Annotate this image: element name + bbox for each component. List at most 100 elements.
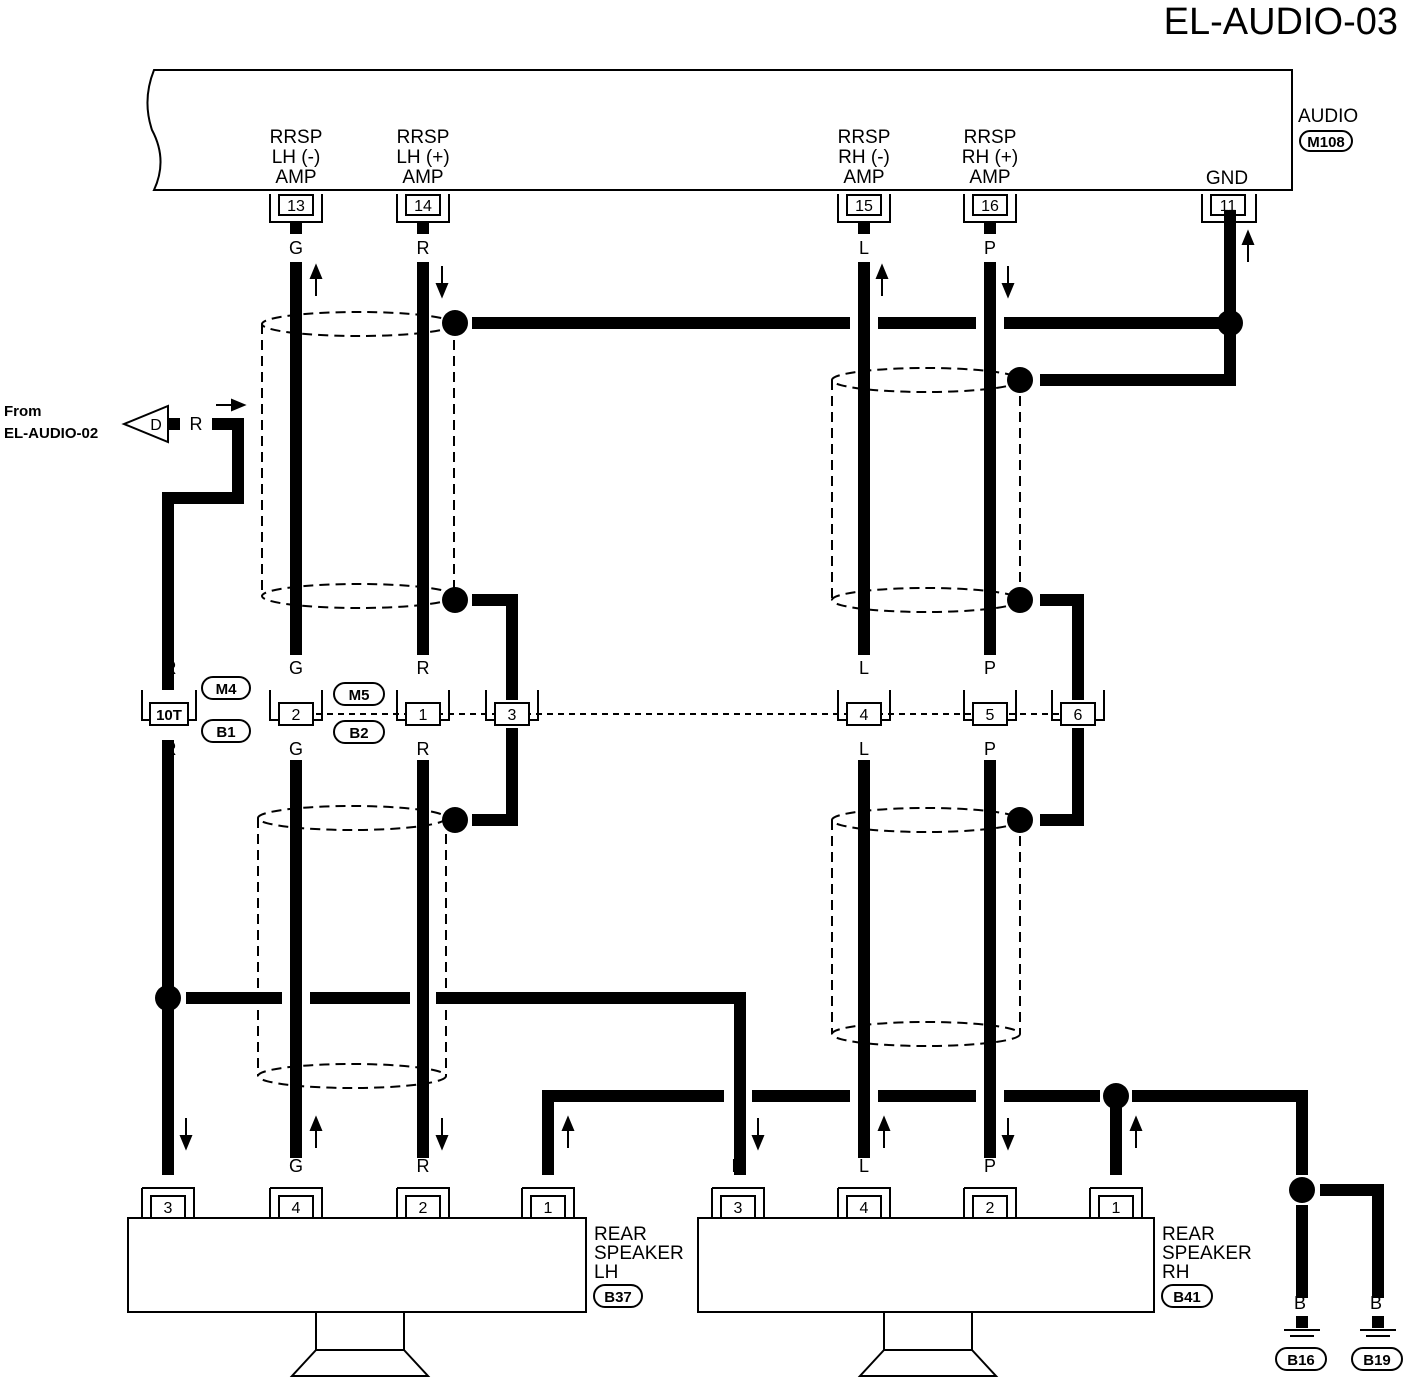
audio-connector-label: M108: [1307, 134, 1345, 151]
wire-color-label: R: [190, 414, 203, 434]
wire-color-label: P: [984, 739, 996, 759]
pin-number: 6: [1074, 707, 1083, 724]
wire-color-label: G: [289, 238, 303, 258]
pin-number: 13: [287, 198, 305, 215]
connector-badge-label: B41: [1173, 1289, 1201, 1306]
wire-color-label: B: [542, 1156, 554, 1176]
terminal-label: AMP: [969, 167, 1010, 188]
audio-pin-15: 15: [837, 194, 891, 223]
wire-color-label: G: [289, 739, 303, 759]
pin-number: 3: [164, 1200, 173, 1217]
terminal-label: RRSP: [397, 127, 450, 148]
pin-number: 2: [419, 1200, 428, 1217]
terminal-label: RH (-): [838, 147, 890, 168]
audio-terminal-15: RRSP RH (-) AMP: [838, 127, 891, 188]
from-page-reference: From EL-AUDIO-02 D R: [4, 403, 203, 444]
pin-number: 3: [734, 1200, 743, 1217]
wire-color-label: R: [162, 1156, 175, 1176]
wire-color-label: L: [859, 1156, 869, 1176]
pin-number: 16: [981, 198, 999, 215]
wire-color-label: R: [164, 658, 177, 678]
page-title: EL-AUDIO-03: [1164, 1, 1398, 43]
audio-pin-14: 14: [396, 194, 450, 223]
terminal-label: LH (+): [396, 147, 449, 168]
from-label: From: [4, 403, 42, 420]
speaker-lh-magnet: [315, 1312, 405, 1351]
splice-points: [155, 310, 1315, 1203]
speaker-rh-name: RH: [1162, 1262, 1189, 1283]
terminal-label: LH (-): [272, 147, 321, 168]
speaker-rh-cone: [857, 1349, 999, 1377]
ground-bus-wire: [542, 1090, 1384, 1298]
speaker-rh-name: REAR: [1162, 1224, 1215, 1245]
audio-terminal-14: RRSP LH (+) AMP: [396, 127, 449, 188]
pin-number: 4: [292, 1200, 301, 1217]
pin-number: 5: [986, 707, 995, 724]
wire-color-label: R: [417, 238, 430, 258]
audio-terminal-13: RRSP LH (-) AMP: [270, 127, 323, 188]
connector-badge-label: M5: [349, 687, 370, 704]
pin-number: 2: [292, 707, 301, 724]
pin-number: 1: [1112, 1200, 1121, 1217]
audio-unit-name: AUDIO: [1298, 106, 1358, 127]
wire-color-label: B: [1294, 1293, 1306, 1313]
ground-connector-label: B16: [1287, 1352, 1315, 1369]
wire-color-label: L: [859, 658, 869, 678]
speaker-rh-name: SPEAKER: [1162, 1243, 1252, 1264]
ground-connector-label: B19: [1363, 1352, 1391, 1369]
audio-unit: AUDIO M108: [146, 69, 1358, 191]
terminal-label: RRSP: [838, 127, 891, 148]
speaker-lh-cone: [289, 1349, 431, 1377]
wire-color-label: P: [984, 658, 996, 678]
junction-connector-badges: M4 B1 M5 B2: [201, 676, 385, 744]
from-page-label: EL-AUDIO-02: [4, 425, 98, 442]
wire-color-label: L: [859, 739, 869, 759]
wire-color-label: R: [417, 1156, 430, 1176]
connector-badge-label: B1: [216, 724, 235, 741]
audio-pin-13: 13: [269, 194, 323, 223]
terminal-label: AMP: [275, 167, 316, 188]
wire-color-label: B: [1370, 1293, 1382, 1313]
pin-number: 14: [414, 198, 432, 215]
audio-wire-color-labels: G R L P: [289, 238, 996, 258]
pin-number: 3: [508, 707, 517, 724]
wire-color-label: P: [984, 1156, 996, 1176]
junction-wire-colors: R G R L P R G R L P: [164, 658, 997, 759]
connector-badge-label: M4: [216, 681, 237, 698]
wire-color-label: L: [859, 238, 869, 258]
speaker-lh-name: LH: [594, 1262, 618, 1283]
terminal-label: RH (+): [962, 147, 1018, 168]
connector-badge-label: B37: [604, 1289, 632, 1306]
speaker-lh-name: REAR: [594, 1224, 647, 1245]
speaker-lh-body: [127, 1217, 587, 1313]
connector-badge-label: B2: [349, 725, 368, 742]
pin-number: 1: [419, 707, 428, 724]
speaker-rh-body: [697, 1217, 1155, 1313]
terminal-label: RRSP: [964, 127, 1017, 148]
wire-color-label: P: [984, 238, 996, 258]
rear-speaker-rh: 3 4 2 1 REAR SPEAKER RH B41: [697, 1187, 1252, 1377]
terminal-label: AMP: [402, 167, 443, 188]
wire-color-label: R: [164, 739, 177, 759]
pin-number: 4: [860, 707, 869, 724]
shield-lower-left: [257, 805, 447, 1089]
wire-color-label: B: [1110, 1156, 1122, 1176]
audio-terminal-16: RRSP RH (+) AMP: [962, 127, 1018, 188]
wire-color-label: R: [417, 658, 430, 678]
pin-number: 10T: [156, 707, 182, 724]
gnd-terminal-label: GND: [1206, 168, 1248, 189]
junction-pins: 10T 2 1 3 4 5 6: [141, 690, 1105, 726]
speaker-lh-name: SPEAKER: [594, 1243, 684, 1264]
terminal-label: RRSP: [270, 127, 323, 148]
signal-flow-arrows: [179, 229, 1255, 1151]
pin-number: 4: [860, 1200, 869, 1217]
wire-color-label: G: [289, 658, 303, 678]
from-connector-label: D: [150, 417, 162, 434]
shield-drain-wires: [472, 210, 1236, 826]
wire-color-label: R: [417, 739, 430, 759]
speaker-wire-color-labels: R G R B R L P B: [162, 1156, 1123, 1176]
pin-number: 15: [855, 198, 873, 215]
ground-b16: B B16: [1275, 1293, 1327, 1371]
speaker-feed-wire: [162, 418, 746, 1175]
pin-number: 1: [544, 1200, 553, 1217]
